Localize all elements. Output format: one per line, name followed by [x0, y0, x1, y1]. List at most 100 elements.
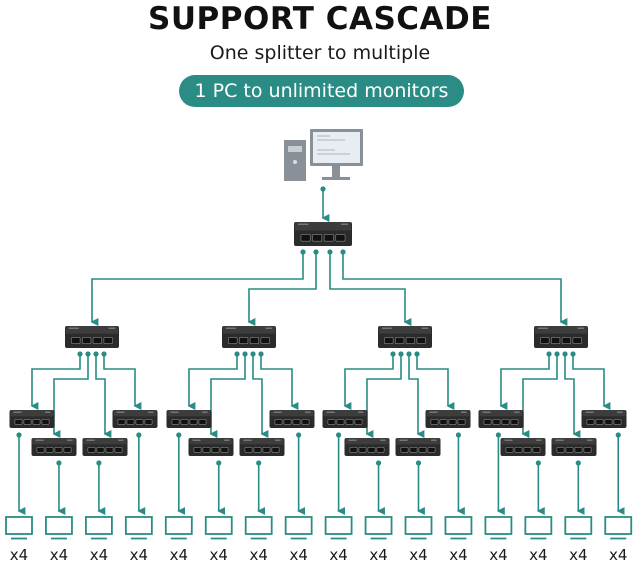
hdmi-port [92, 337, 103, 344]
hdmi-port [105, 447, 114, 453]
splitter-devices [9, 222, 627, 456]
hdmi-port [574, 447, 583, 453]
hdmi-port [238, 337, 249, 344]
hdmi-port [394, 337, 405, 344]
hdmi-port [376, 447, 385, 453]
hdmi-port [540, 337, 550, 344]
hdmi-port [220, 447, 229, 453]
monitor-count-label: x4 [289, 546, 307, 564]
monitor-icon [164, 516, 193, 540]
top-to-level2-line [90, 252, 304, 326]
hdmi-port [523, 447, 532, 453]
monitor-count-label: x4 [210, 546, 228, 564]
monitor-icon [45, 516, 73, 540]
hdmi-port [117, 419, 126, 425]
hdmi-port [144, 419, 153, 425]
hdmi-port [63, 447, 72, 453]
hdmi-port [384, 337, 394, 344]
hdmi-port [556, 447, 565, 453]
hdmi-port [274, 419, 283, 425]
hdmi-port [87, 447, 96, 453]
level2-to-level3-line [521, 354, 558, 438]
hdmi-port [565, 447, 574, 453]
monitor-count-label: x4 [409, 546, 427, 564]
level3-splitter [395, 438, 441, 456]
level3-splitter [581, 410, 627, 428]
monitor-icon [124, 516, 153, 540]
monitor-icon [484, 516, 513, 540]
hdmi-port [300, 234, 311, 242]
hdmi-port [583, 447, 592, 453]
hdmi-port [103, 337, 113, 344]
level2-to-level3-line [572, 354, 611, 410]
hdmi-port [550, 337, 561, 344]
level2-splitter [65, 326, 119, 348]
hdmi-port [354, 419, 363, 425]
hdmi-port [483, 419, 492, 425]
monitor-icon [85, 516, 113, 540]
level2-to-level3-line [564, 354, 581, 438]
hdmi-port [198, 419, 207, 425]
hdmi-port [126, 419, 135, 425]
monitor-count-label: x4 [10, 546, 28, 564]
hdmi-port [405, 337, 416, 344]
hdmi-port [604, 419, 613, 425]
level2-to-level3-line [416, 354, 455, 410]
hdmi-port [271, 447, 280, 453]
hdmi-port [260, 337, 270, 344]
hdmi-port [561, 337, 572, 344]
hdmi-port [189, 419, 198, 425]
hdmi-port [586, 419, 595, 425]
level3-splitter [478, 410, 524, 428]
level3-splitter [269, 410, 315, 428]
level2-to-level3-line [499, 354, 550, 410]
monitor-count-label: x4 [90, 546, 108, 564]
hdmi-port [430, 419, 439, 425]
pc-icon [284, 129, 363, 181]
monitor-icon [5, 516, 33, 540]
subtitle: One splitter to multiple [209, 42, 431, 64]
level2-splitter [378, 326, 432, 348]
level2-to-level3-line [187, 354, 238, 410]
monitor-count-label: x4 [609, 546, 627, 564]
monitor-count-label: x4 [249, 546, 267, 564]
hdmi-port [312, 234, 323, 242]
hdmi-port [572, 337, 582, 344]
level3-splitter [239, 438, 285, 456]
monitor-icon [204, 516, 233, 540]
monitor-count-label: x4 [369, 546, 387, 564]
hdmi-port [400, 447, 409, 453]
hdmi-port [335, 234, 346, 242]
monitor-count-label: x4 [529, 546, 547, 564]
connector-lines [16, 186, 625, 515]
hdmi-port [54, 447, 63, 453]
level2-to-level3-line [260, 354, 299, 410]
hdmi-port [81, 337, 92, 344]
hdmi-port [514, 447, 523, 453]
level2-to-level3-line [209, 354, 246, 438]
hdmi-port [427, 447, 436, 453]
top-to-level2-line [247, 252, 317, 326]
hdmi-port [249, 337, 260, 344]
hdmi-port [171, 419, 180, 425]
hdmi-port [336, 419, 345, 425]
level2-to-level3-line [30, 354, 81, 410]
hdmi-port [41, 419, 50, 425]
hdmi-port [409, 447, 418, 453]
hdmi-port [135, 419, 144, 425]
level3-splitter [82, 438, 128, 456]
level3-splitter [31, 438, 77, 456]
top-to-level2-line [342, 252, 568, 326]
hdmi-port [358, 447, 367, 453]
hdmi-port [244, 447, 253, 453]
hdmi-port [439, 419, 448, 425]
hdmi-port [32, 419, 41, 425]
monitor-icon [404, 516, 433, 540]
hdmi-port [211, 447, 220, 453]
level3-splitter [188, 438, 234, 456]
hdmi-port [418, 447, 427, 453]
monitor-icon [244, 516, 273, 540]
level2-to-level3-line [408, 354, 425, 438]
hdmi-port [457, 419, 466, 425]
level3-splitter [9, 410, 55, 428]
